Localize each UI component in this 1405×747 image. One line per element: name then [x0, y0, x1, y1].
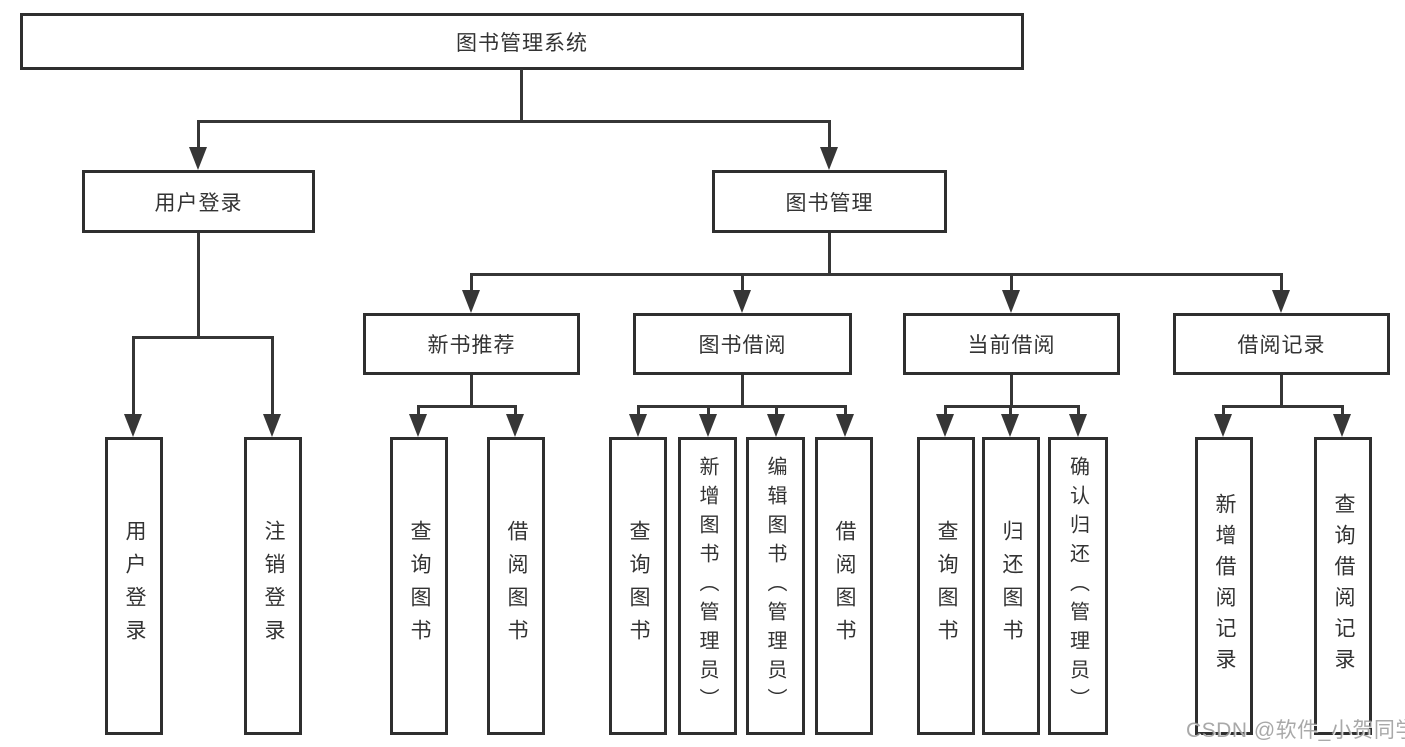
connector-drop — [1341, 405, 1344, 417]
leaf-add-borrow-record: 新增借阅记录 — [1195, 437, 1253, 735]
connector-drop — [775, 405, 778, 417]
leaf-borrow-books-recommend: 借阅图书 — [487, 437, 545, 735]
leaf-query-books-current-label: 查询图书 — [935, 520, 958, 652]
leaf-add-book-admin: 新增图书（管理员） — [678, 437, 737, 735]
arrowhead-borrowing-records — [1272, 290, 1290, 313]
node-root-label: 图书管理系统 — [456, 31, 588, 55]
connector-drop — [944, 405, 947, 417]
connector-current-borrowing-rail — [944, 405, 1080, 408]
leaf-add-book-admin-label: 新增图书（管理员） — [696, 455, 718, 717]
connector-root-rail — [197, 120, 831, 123]
arrowhead-new-book — [462, 290, 480, 313]
arrowhead-leaf-query-books-current — [936, 414, 954, 437]
connector-book-management-rail — [470, 273, 1283, 276]
leaf-confirm-return-admin-label: 确认归还（管理员） — [1066, 455, 1089, 717]
connector-root-stem — [520, 69, 523, 121]
arrowhead-current-borrowing — [1002, 290, 1020, 313]
connector-book-management-stem — [828, 233, 831, 276]
node-user-login-label: 用户登录 — [154, 191, 243, 215]
connector-borrowing-records-stem — [1280, 375, 1283, 405]
node-book-management: 图书管理 — [712, 170, 947, 233]
connector-drop-current-borrowing — [1010, 273, 1013, 291]
connector-drop-leaf-user-login — [132, 336, 135, 414]
leaf-add-borrow-record-label: 新增借阅记录 — [1213, 493, 1236, 679]
connector-new-book-stem — [470, 375, 473, 405]
node-root: 图书管理系统 — [20, 13, 1024, 70]
node-borrowing-records: 借阅记录 — [1173, 313, 1390, 375]
arrowhead-leaf-borrow-books-recommend — [506, 414, 524, 437]
connector-borrowing-records-rail — [1222, 405, 1344, 408]
leaf-query-borrow-record: 查询借阅记录 — [1314, 437, 1372, 735]
arrowhead-leaf-query-borrow-record — [1333, 414, 1351, 437]
leaf-query-borrow-record-label: 查询借阅记录 — [1332, 493, 1355, 679]
arrowhead-leaf-query-books-recommend — [409, 414, 427, 437]
leaf-logout-label: 注销登录 — [262, 520, 285, 652]
leaf-logout: 注销登录 — [244, 437, 302, 735]
connector-book-borrowing-stem — [741, 375, 744, 405]
connector-new-book-rail — [417, 405, 517, 408]
arrowhead-book-borrowing — [733, 290, 751, 313]
arrowhead-leaf-confirm-return — [1069, 414, 1087, 437]
connector-drop — [1222, 405, 1225, 417]
connector-drop — [707, 405, 710, 417]
connector-drop-book-management — [828, 120, 831, 150]
connector-drop-book-borrowing — [741, 273, 744, 291]
leaf-user-login-label: 用户登录 — [123, 520, 146, 652]
leaf-query-books-current: 查询图书 — [917, 437, 975, 735]
connector-drop — [637, 405, 640, 417]
leaf-query-books-recommend-label: 查询图书 — [408, 520, 431, 652]
connector-book-borrowing-rail — [637, 405, 847, 408]
arrowhead-user-login — [189, 147, 207, 170]
arrowhead-leaf-query-books-borrow — [629, 414, 647, 437]
node-new-book-recommendation: 新书推荐 — [363, 313, 580, 375]
leaf-borrow-books: 借阅图书 — [815, 437, 873, 735]
leaf-return-books-label: 归还图书 — [1000, 520, 1023, 652]
arrowhead-leaf-add-borrow-record — [1214, 414, 1232, 437]
arrowhead-book-management — [820, 147, 838, 170]
connector-drop — [1077, 405, 1080, 417]
leaf-edit-book-admin: 编辑图书（管理员） — [746, 437, 805, 735]
arrowhead-leaf-borrow-books — [836, 414, 854, 437]
leaf-return-books: 归还图书 — [982, 437, 1040, 735]
connector-drop-leaf-logout — [271, 336, 274, 414]
arrowhead-leaf-user-login — [124, 414, 142, 437]
node-new-book-recommendation-label: 新书推荐 — [427, 334, 516, 357]
node-book-borrowing-label: 图书借阅 — [698, 334, 787, 357]
leaf-borrow-books-label: 借阅图书 — [833, 520, 856, 652]
arrowhead-leaf-logout — [263, 414, 281, 437]
connector-drop-user-login — [197, 120, 200, 150]
connector-drop — [417, 405, 420, 417]
node-book-borrowing: 图书借阅 — [633, 313, 852, 375]
node-borrowing-records-label: 借阅记录 — [1237, 334, 1326, 357]
connector-user-login-stem — [197, 233, 200, 336]
connector-drop — [844, 405, 847, 417]
arrowhead-leaf-edit-book — [767, 414, 785, 437]
leaf-edit-book-admin-label: 编辑图书（管理员） — [764, 455, 786, 717]
connector-drop — [514, 405, 517, 417]
leaf-query-books-recommend: 查询图书 — [390, 437, 448, 735]
watermark: CSDN @软件_小贺同学 — [1186, 719, 1405, 742]
arrowhead-leaf-return-books — [1001, 414, 1019, 437]
connector-user-login-rail — [132, 336, 274, 339]
node-current-borrowing-label: 当前借阅 — [967, 334, 1056, 357]
node-book-management-label: 图书管理 — [785, 191, 874, 215]
leaf-user-login: 用户登录 — [105, 437, 163, 735]
arrowhead-leaf-add-book — [699, 414, 717, 437]
connector-current-borrowing-stem — [1010, 375, 1013, 405]
leaf-confirm-return-admin: 确认归还（管理员） — [1048, 437, 1108, 735]
connector-drop — [1009, 405, 1012, 417]
connector-drop-borrowing-records — [1280, 273, 1283, 291]
node-current-borrowing: 当前借阅 — [903, 313, 1120, 375]
node-user-login: 用户登录 — [82, 170, 315, 233]
leaf-query-books-borrow-label: 查询图书 — [627, 520, 650, 652]
connector-drop-new-book — [470, 273, 473, 291]
leaf-query-books-borrow: 查询图书 — [609, 437, 667, 735]
leaf-borrow-books-recommend-label: 借阅图书 — [505, 520, 528, 652]
